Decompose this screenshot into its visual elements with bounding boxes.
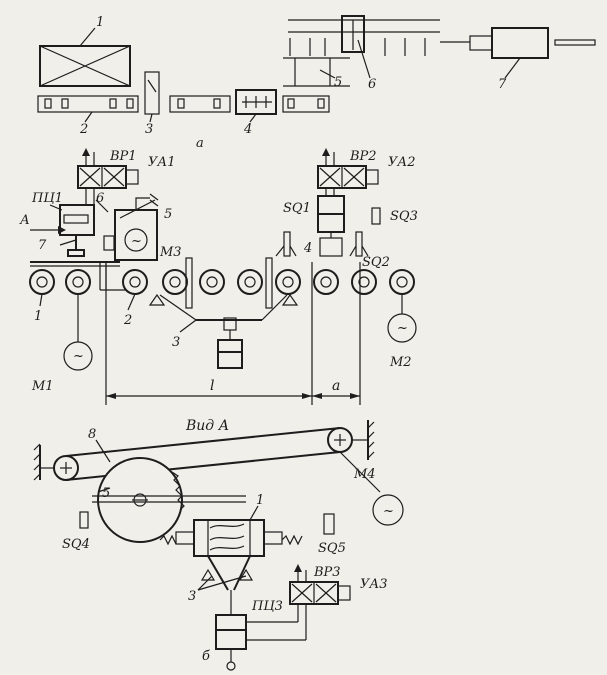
top-number-7: 7 xyxy=(498,77,507,92)
middle-schematic: ~ ~ xyxy=(29,148,417,405)
arrow-a-label: А xyxy=(19,213,30,228)
m4-motor-symbol: ~ xyxy=(383,504,394,519)
label-ya2: УА2 xyxy=(388,155,416,170)
label-b-n5: 5 xyxy=(102,486,110,501)
top-number-4: 4 xyxy=(243,122,252,137)
label-sq5: SQ5 xyxy=(318,541,346,556)
top-number-2: 2 xyxy=(79,122,88,137)
label-pc1: ПЦ1 xyxy=(31,191,63,206)
top-number-6: 6 xyxy=(368,77,376,92)
label-n1-mid: 1 xyxy=(34,309,42,324)
m3-motor-symbol: ~ xyxy=(131,234,142,249)
view-a-schematic: ~ xyxy=(33,420,404,671)
label-n6: 6 xyxy=(96,191,104,206)
label-ya1: УА1 xyxy=(148,155,176,170)
view-a-title: Вид А xyxy=(185,418,229,434)
label-sq4: SQ4 xyxy=(62,537,90,552)
label-sq2: SQ2 xyxy=(362,255,390,270)
label-m2: М2 xyxy=(389,355,412,370)
label-n7-mid: 7 xyxy=(38,238,47,253)
top-number-1: 1 xyxy=(96,15,104,30)
label-b-n1: 1 xyxy=(256,493,264,508)
label-m3: М3 xyxy=(159,245,182,260)
part-b-label: б xyxy=(202,649,210,664)
part-a-label: а xyxy=(196,136,204,151)
label-vr3: ВР3 xyxy=(313,565,341,580)
label-n4-mid: 4 xyxy=(303,241,312,256)
label-sq3: SQ3 xyxy=(390,209,418,224)
top-schematic xyxy=(37,15,596,123)
label-vr1: ВР1 xyxy=(109,149,137,164)
top-number-3: 3 xyxy=(145,122,153,137)
m2-motor-symbol: ~ xyxy=(397,321,408,336)
label-ya3: УА3 xyxy=(360,577,388,592)
top-number-5: 5 xyxy=(334,75,342,90)
label-pc3: ПЦ3 xyxy=(251,599,283,614)
label-m1: М1 xyxy=(31,379,54,394)
label-n2-mid: 2 xyxy=(123,313,132,328)
label-n5-mid: 5 xyxy=(164,207,172,222)
label-m4: М4 xyxy=(353,467,376,482)
dimension-l: l xyxy=(210,378,214,394)
label-b-n8: 8 xyxy=(88,427,96,442)
label-n3-mid: 3 xyxy=(172,335,180,350)
label-sq1: SQ1 xyxy=(283,201,311,216)
dimension-a: a xyxy=(332,378,340,394)
label-b-n3: 3 xyxy=(188,589,196,604)
m1-motor-symbol: ~ xyxy=(73,349,84,364)
label-vr2: ВР2 xyxy=(349,149,377,164)
